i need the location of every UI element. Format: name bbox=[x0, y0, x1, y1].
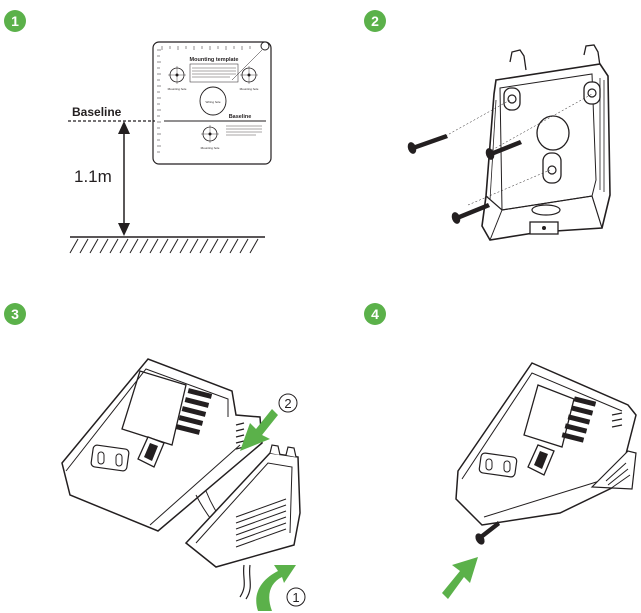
step-4-illustration bbox=[442, 362, 637, 599]
screw-3 bbox=[451, 203, 490, 224]
arrow-1 bbox=[256, 565, 296, 611]
step-4-badge: 4 bbox=[364, 303, 386, 325]
step-3-badge: 3 bbox=[4, 303, 26, 325]
callout-1: 1 bbox=[292, 590, 299, 605]
step-2-illustration bbox=[407, 44, 611, 241]
height-label: 1.1m bbox=[74, 167, 112, 186]
template-title: Mounting template bbox=[190, 57, 239, 63]
step-3-illustration: 2 1 bbox=[61, 358, 306, 611]
screw bbox=[475, 521, 500, 545]
arrow-2 bbox=[240, 409, 278, 451]
template-hole-left-label: Mounting hole bbox=[168, 87, 187, 91]
step-2-badge: 2 bbox=[364, 10, 386, 32]
step-1-badge: 1 bbox=[4, 10, 26, 32]
push-arrow bbox=[442, 557, 478, 599]
screw-2 bbox=[485, 140, 522, 160]
template-hang-hole bbox=[260, 41, 270, 51]
template-hole-center-label: Wiring hole bbox=[205, 100, 220, 104]
mounting-template bbox=[152, 41, 272, 165]
step-1-illustration: Mounting template Mounting hole Mounting… bbox=[68, 41, 272, 254]
device-screen bbox=[523, 384, 575, 448]
screw-1 bbox=[407, 134, 448, 154]
baseline-label: Baseline bbox=[72, 105, 122, 119]
device-body bbox=[455, 362, 637, 526]
template-hole-right-label: Mounting hole bbox=[240, 87, 259, 91]
callout-2: 2 bbox=[284, 396, 291, 411]
template-baseline-label: Baseline bbox=[229, 114, 252, 120]
template-hole-bottom-label: Mounting hole bbox=[201, 146, 220, 150]
